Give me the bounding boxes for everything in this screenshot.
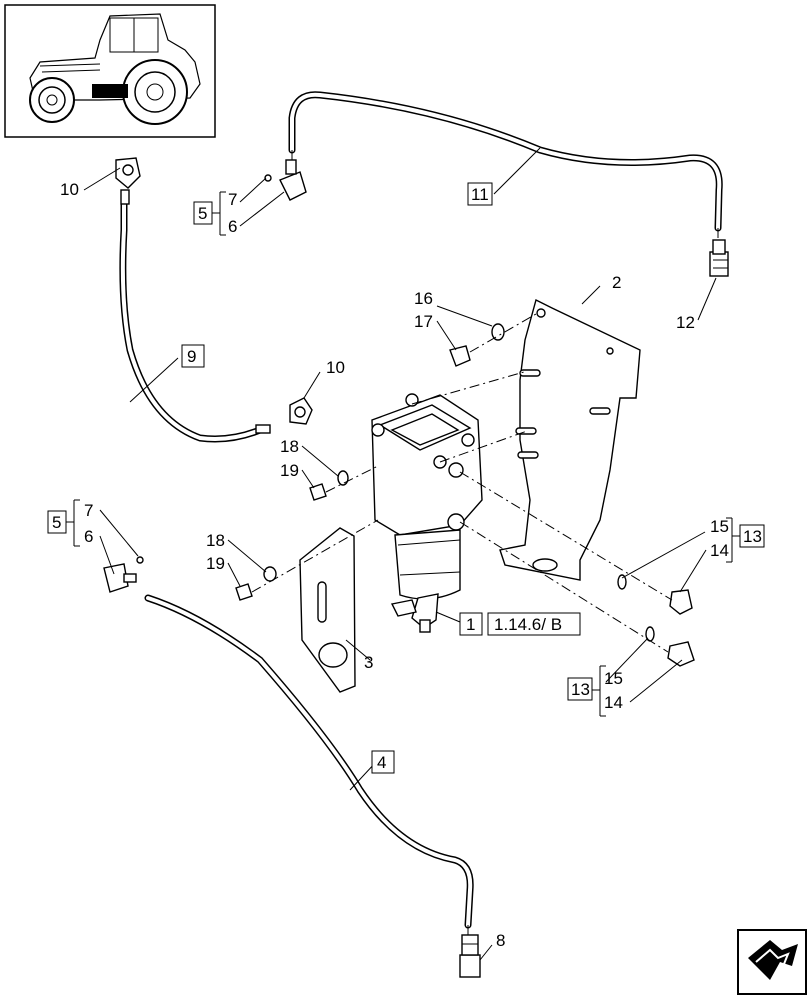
svg-text:9: 9	[187, 347, 196, 366]
bracket-2	[499, 298, 641, 581]
svg-text:3: 3	[364, 653, 373, 672]
callout-ref-1-14-6-b[interactable]: 1.14.6/ B	[487, 612, 581, 636]
svg-text:6: 6	[84, 527, 93, 546]
svg-text:8: 8	[496, 931, 505, 950]
plug-14-top	[669, 589, 693, 615]
callout-5-top[interactable]: 5	[193, 191, 226, 236]
callout-12[interactable]: 12	[676, 313, 695, 332]
callout-11[interactable]: 11	[467, 182, 493, 206]
svg-text:7: 7	[228, 190, 237, 209]
alignment-lines	[251, 150, 719, 935]
navigation-arrow-icon[interactable]	[737, 929, 807, 995]
callout-13-top[interactable]: 13	[726, 517, 765, 563]
callout-3[interactable]: 3	[364, 653, 373, 672]
callout-13-bottom[interactable]: 13	[567, 665, 606, 717]
callout-5-bottom[interactable]: 5	[47, 499, 80, 547]
washer-16	[491, 323, 505, 341]
callout-8[interactable]: 8	[496, 931, 505, 950]
connector-10-top	[115, 157, 141, 205]
connector-10-mid	[255, 397, 313, 434]
svg-text:18: 18	[206, 531, 225, 550]
bolt-19-bottom	[235, 583, 253, 601]
callout-15-bottom[interactable]: 15	[604, 669, 623, 688]
callout-15-top[interactable]: 15	[710, 517, 729, 536]
svg-text:15: 15	[604, 669, 623, 688]
bracket-3	[299, 527, 356, 693]
svg-text:19: 19	[206, 554, 225, 573]
callout-18-bottom[interactable]: 18	[206, 531, 225, 550]
callout-19-top[interactable]: 19	[280, 461, 299, 480]
svg-text:5: 5	[198, 204, 207, 223]
callout-7-bottom[interactable]: 7	[84, 501, 93, 520]
ring-15-top	[617, 574, 627, 590]
callout-14-bottom[interactable]: 14	[604, 693, 623, 712]
svg-text:10: 10	[326, 358, 345, 377]
callout-10-top[interactable]: 10	[60, 180, 79, 199]
svg-text:5: 5	[52, 513, 61, 532]
callout-2[interactable]: 2	[612, 273, 621, 292]
svg-text:14: 14	[710, 541, 729, 560]
bolt-17	[449, 345, 471, 367]
callout-7-top[interactable]: 7	[228, 190, 237, 209]
tractor-thumbnail	[4, 4, 216, 138]
svg-text:2: 2	[612, 273, 621, 292]
fitting-6-top	[264, 159, 307, 201]
callout-4[interactable]: 4	[371, 750, 395, 774]
callout-17[interactable]: 17	[414, 312, 433, 331]
plug-14-bottom	[667, 641, 695, 667]
fitting-8	[459, 934, 481, 978]
svg-text:13: 13	[743, 527, 762, 546]
callout-6-bottom[interactable]: 6	[84, 527, 93, 546]
washer-18-bottom	[263, 566, 277, 582]
callout-6-top[interactable]: 6	[228, 217, 237, 236]
svg-text:7: 7	[84, 501, 93, 520]
leader-lines	[83, 147, 717, 961]
callout-10-mid[interactable]: 10	[326, 358, 345, 377]
callout-16[interactable]: 16	[414, 289, 433, 308]
svg-text:17: 17	[414, 312, 433, 331]
tractor-icon	[29, 13, 201, 125]
svg-text:4: 4	[377, 753, 386, 772]
callout-19-bottom[interactable]: 19	[206, 554, 225, 573]
hose-9	[119, 196, 264, 443]
callout-9[interactable]: 9	[181, 344, 205, 368]
svg-text:14: 14	[604, 693, 623, 712]
svg-text:16: 16	[414, 289, 433, 308]
fitting-12	[709, 239, 729, 277]
fitting-6-bottom	[103, 556, 144, 593]
svg-text:15: 15	[710, 517, 729, 536]
fuel-filter-1	[371, 393, 483, 633]
svg-text:12: 12	[676, 313, 695, 332]
svg-text:6: 6	[228, 217, 237, 236]
svg-text:1.14.6/ B: 1.14.6/ B	[494, 615, 562, 634]
svg-text:19: 19	[280, 461, 299, 480]
svg-text:18: 18	[280, 437, 299, 456]
washer-18-top	[337, 470, 349, 486]
callout-18-top[interactable]: 18	[280, 437, 299, 456]
svg-text:13: 13	[571, 680, 590, 699]
svg-text:11: 11	[471, 185, 489, 204]
callout-14-top[interactable]: 14	[710, 541, 729, 560]
callout-1[interactable]: 1	[459, 612, 483, 636]
svg-text:10: 10	[60, 180, 79, 199]
svg-text:1: 1	[466, 615, 475, 634]
